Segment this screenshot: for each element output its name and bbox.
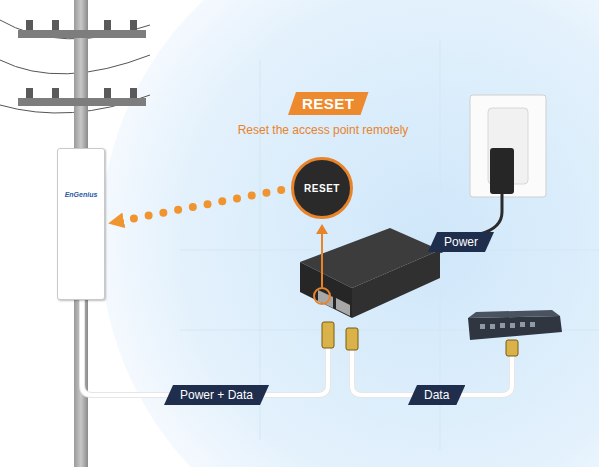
poe-injector: [300, 228, 440, 318]
reset-leader: [316, 224, 328, 287]
node-subtitle: Reset the access point remotely: [228, 123, 418, 137]
reset-callout: RESET Reset the access point remotely: [228, 92, 418, 144]
access-point: EnGenius: [57, 148, 105, 300]
power-tag: Power: [428, 232, 494, 252]
power-data-tag: Power + Data: [164, 385, 269, 405]
data-tag: Data: [408, 385, 465, 405]
network-switch: [468, 310, 562, 340]
node-heading: EnGenius: [65, 191, 98, 198]
background-glow: [100, 0, 599, 467]
cables: [82, 300, 512, 395]
rj45-connectors: [322, 322, 518, 356]
node-heading: RESET: [304, 183, 340, 194]
zoom-circle: RESET: [291, 157, 353, 219]
node-heading: RESET: [288, 92, 369, 115]
wall-outlet: [440, 95, 546, 252]
dotted-arrow: [121, 190, 281, 221]
